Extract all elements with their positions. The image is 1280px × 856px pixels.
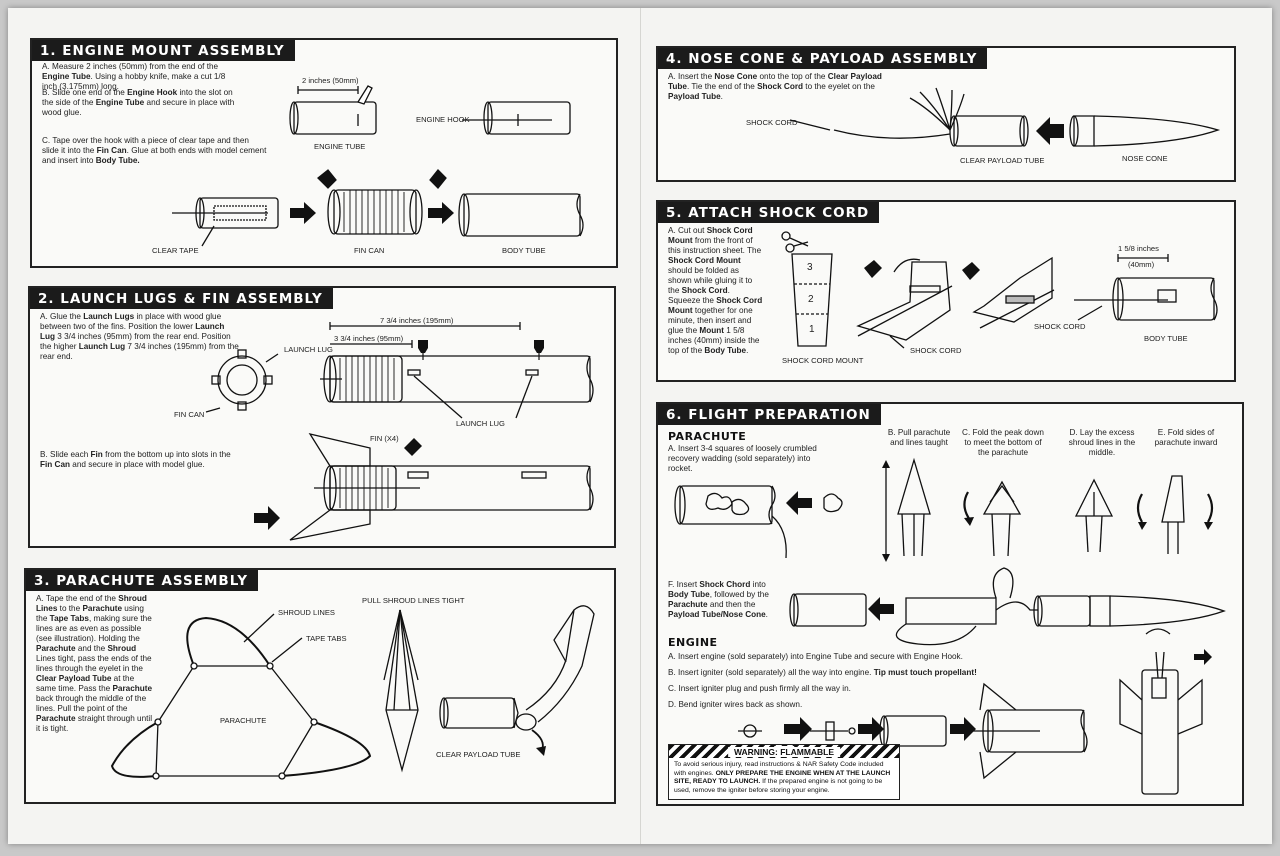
parachute-step-e: E. Fold sides of parachute inward [1154,428,1218,447]
engine-step-c: C. Insert igniter plug and push firmly a… [668,684,851,693]
mount-num-2: 2 [808,294,814,305]
parachute-label: PARACHUTE [220,716,267,725]
shock-cord-illustration [781,231,1218,349]
shock-cord-label: SHOCK CORD [910,346,962,355]
parachute-step-b: B. Pull parachute and lines taught [887,428,951,447]
step-a-text: A. Glue the Launch Lugs in place with wo… [40,312,239,361]
clear-payload-label: CLEAR PAYLOAD TUBE [436,750,521,759]
parachute-step-c: C. Fold the peak down to meet the bottom… [962,428,1044,457]
panel-parachute-assembly: 3. PARACHUTE ASSEMBLY A. Tape the end of… [24,568,616,804]
step-a-text: A. Measure 2 inches (50mm) from the end … [42,62,226,91]
engine-step-d: D. Bend igniter wires back as shown. [668,700,803,709]
launch-lug-label: LAUNCH LUG [284,345,333,354]
nose-cone-label: NOSE CONE [1122,154,1168,163]
engine-mount-illustration [172,85,584,247]
engine-heading: ENGINE [668,636,718,649]
panel-flight-preparation: 6. FLIGHT PREPARATION PARACHUTE A. Inser… [656,402,1244,806]
panel-nose-cone-payload: 4. NOSE CONE & PAYLOAD ASSEMBLY A. Inser… [656,46,1236,182]
panel-title: 1. ENGINE MOUNT ASSEMBLY [32,40,295,61]
dim-label-1: 1 5/8 inches [1118,244,1159,253]
step-b-text: B. Slide one end of the Engine Hook into… [42,88,235,117]
dim-long-label: 7 3/4 inches (195mm) [380,316,454,325]
shock-cord-label: SHOCK CORD [746,118,798,127]
shroud-lines-label: SHROUD LINES [278,608,335,617]
flammable-warning: ⚠ WARNING: FLAMMABLE To avoid serious in… [668,744,900,800]
fin-label: FIN (X4) [370,434,399,443]
parachute-illustration [110,605,595,780]
warning-header: ⚠ WARNING: FLAMMABLE [669,745,899,758]
parachute-step-a: A. Insert 3-4 squares of loosely crumble… [668,444,817,473]
fin-can-label: FIN CAN [174,410,205,419]
launch-lug-illustration [205,322,594,541]
fin-can-label: FIN CAN [354,246,385,255]
panel-engine-mount: 1. ENGINE MOUNT ASSEMBLY A. Measure 2 in… [30,38,618,268]
instruction-sheet: 1. ENGINE MOUNT ASSEMBLY A. Measure 2 in… [8,8,1272,844]
panel-launch-lugs-fins: 2. LAUNCH LUGS & FIN ASSEMBLY A. Glue th… [28,286,616,548]
panel-title: 2. LAUNCH LUGS & FIN ASSEMBLY [30,288,333,309]
warning-body: To avoid serious injury, read instructio… [674,761,891,794]
engine-hook-label: ENGINE HOOK [416,115,470,124]
step-text: A. Tape the end of the Shroud Lines to t… [36,594,153,733]
tape-tabs-label: TAPE TABS [306,634,347,643]
step-c-text: C. Tape over the hook with a piece of cl… [42,136,267,165]
engine-tube-label: ENGINE TUBE [314,142,366,151]
dimension-label: 2 inches (50mm) [302,76,359,85]
launch-lug-label-2: LAUNCH LUG [456,419,505,428]
dim-label-2: (40mm) [1128,260,1155,269]
body-tube-label: BODY TUBE [502,246,546,255]
nose-cone-illustration [789,87,1221,147]
engine-step-a: A. Insert engine (sold separately) into … [668,652,963,661]
step-text: A. Cut out Shock Cord Mount from the fro… [668,226,763,355]
shock-cord-mount-label: SHOCK CORD MOUNT [782,356,864,365]
clear-payload-label: CLEAR PAYLOAD TUBE [960,156,1045,165]
body-tube-label: BODY TUBE [1144,334,1188,343]
panel-title: 4. NOSE CONE & PAYLOAD ASSEMBLY [658,48,988,69]
pull-lines-label: PULL SHROUD LINES TIGHT [362,596,465,605]
step-b-text: B. Slide each Fin from the bottom up int… [40,450,231,469]
parachute-step-d: D. Lay the excess shroud lines in the mi… [1068,428,1136,457]
panel-title: 6. FLIGHT PREPARATION [658,404,881,425]
warning-title: ⚠ WARNING: FLAMMABLE [727,746,841,757]
step-text: A. Insert the Nose Cone onto the top of … [668,72,882,101]
dim-short-label: 3 3/4 inches (95mm) [334,334,404,343]
mount-num-1: 1 [809,324,815,335]
parachute-heading: PARACHUTE [668,430,747,443]
panel-title: 5. ATTACH SHOCK CORD [658,202,880,223]
parachute-step-f: F. Insert Shock Chord into Body Tube, fo… [668,580,769,619]
mount-num-3: 3 [807,262,813,273]
clear-tape-label: CLEAR TAPE [152,246,199,255]
flight-prep-illustration [674,457,1226,795]
engine-step-b: B. Insert igniter (sold separately) all … [668,668,977,677]
shock-cord-label-2: SHOCK CORD [1034,322,1086,331]
panel-title: 3. PARACHUTE ASSEMBLY [26,570,258,591]
panel-attach-shock-cord: 5. ATTACH SHOCK CORD A. Cut out Shock Co… [656,200,1236,382]
sheet-fold-line [640,8,641,844]
